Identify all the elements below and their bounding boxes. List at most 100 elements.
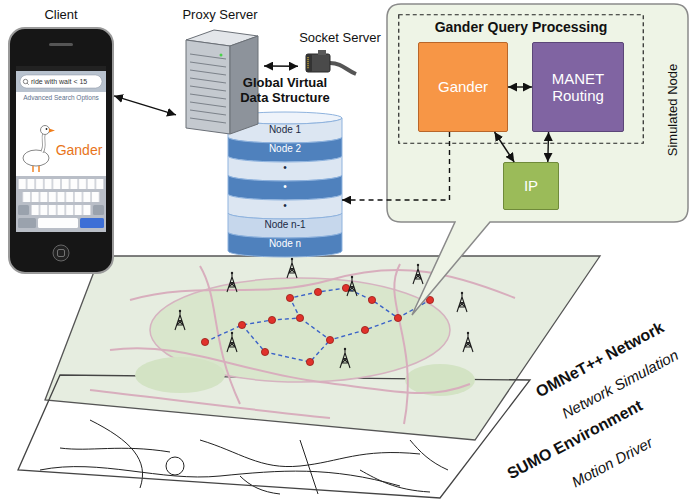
ip-box: IP bbox=[503, 162, 559, 210]
drawing-part bbox=[300, 440, 318, 494]
text-slot: Node 2 bbox=[269, 143, 301, 155]
network-plug bbox=[306, 50, 356, 74]
drawing-part bbox=[306, 54, 330, 72]
client-phone-outline bbox=[8, 4, 114, 274]
mobile-nodes bbox=[201, 284, 433, 365]
node-text: • bbox=[283, 200, 287, 212]
node-heading: Proxy Server bbox=[182, 8, 257, 23]
drawing-part bbox=[16, 176, 106, 232]
label-slot: Advanced Search Options bbox=[23, 94, 99, 101]
box-label: Gander bbox=[438, 78, 488, 95]
drawing-part bbox=[23, 79, 27, 83]
node-heading: SUMO Environment bbox=[504, 397, 645, 484]
drawing-part bbox=[27, 83, 29, 85]
text-slot: Node n bbox=[269, 238, 301, 250]
text-slot: Socket Server bbox=[299, 31, 381, 46]
drawing-part bbox=[166, 457, 184, 475]
drawing-part bbox=[42, 133, 44, 152]
drawing-part bbox=[228, 213, 342, 238]
drawing-part bbox=[80, 218, 104, 228]
drawing-part bbox=[399, 15, 644, 144]
screen-text: ride with wait < 15 bbox=[31, 77, 87, 85]
drawing-part bbox=[220, 54, 223, 57]
network-simulation-plane-outline bbox=[40, 255, 685, 445]
node-text: • bbox=[283, 181, 287, 193]
text-slot: • bbox=[283, 181, 287, 193]
drawing-part bbox=[286, 294, 293, 301]
drawing-part bbox=[23, 150, 49, 166]
drawing-part bbox=[261, 348, 268, 355]
label-slot: ride with wait < 15 bbox=[31, 77, 87, 85]
drawing-part bbox=[228, 118, 342, 143]
drawing-part bbox=[53, 245, 69, 261]
connector-arrow bbox=[264, 65, 298, 67]
node-text: Node n bbox=[269, 238, 301, 250]
drawing-part bbox=[9, 28, 113, 273]
drawing-part bbox=[60, 448, 170, 452]
drawing-part bbox=[201, 338, 208, 345]
drawing-part bbox=[228, 156, 342, 181]
drawing-part bbox=[200, 440, 420, 467]
drawing-part bbox=[228, 175, 342, 200]
text-slot: Client bbox=[44, 8, 77, 23]
drawing-part bbox=[306, 54, 312, 72]
node-text: Node n-1 bbox=[264, 219, 305, 231]
node-text: Node 1 bbox=[269, 124, 301, 136]
text-slot: Node 1 bbox=[269, 124, 301, 136]
drawing-part bbox=[18, 179, 104, 189]
drawing-part bbox=[205, 288, 430, 342]
drawing-part bbox=[326, 336, 333, 343]
drawing-part bbox=[22, 192, 99, 202]
text-slot: Gander Query Processing bbox=[435, 19, 608, 35]
query-processing-group: Gander Query ProcessingGander MANET Routi… bbox=[398, 14, 644, 144]
text-slot: Gander bbox=[56, 142, 103, 158]
drawing-part bbox=[228, 194, 342, 219]
drawing-part bbox=[300, 318, 398, 340]
drawing-part bbox=[186, 40, 230, 134]
text-slot: Global Virtual Data Structure bbox=[229, 76, 341, 106]
node-text: • bbox=[283, 162, 287, 174]
drawing-part bbox=[135, 357, 225, 393]
text-slot: Simulated Node bbox=[666, 64, 681, 157]
motion-driver-plane: SUMO EnvironmentMotion Driver bbox=[15, 372, 675, 500]
drawing-part bbox=[306, 358, 313, 365]
drawing-part bbox=[190, 54, 226, 123]
goose-logo bbox=[23, 126, 55, 173]
drawing-part bbox=[38, 218, 78, 228]
drawing-part bbox=[360, 470, 430, 492]
node-heading: Global Virtual Data Structure bbox=[229, 76, 341, 106]
drawing-part bbox=[41, 126, 50, 135]
drawing-part bbox=[45, 256, 600, 440]
phone-home-button bbox=[53, 245, 69, 261]
simulated-node-outline bbox=[387, 4, 688, 222]
drawing-part bbox=[93, 205, 104, 215]
manet-routing-box: MANET Routing bbox=[532, 42, 624, 132]
drawing-part bbox=[18, 375, 530, 498]
node-heading: Gander Query Processing bbox=[435, 19, 608, 35]
drawing-part bbox=[242, 325, 330, 362]
drawing-part bbox=[318, 50, 326, 55]
drawing-part bbox=[314, 288, 321, 295]
drawing-part bbox=[16, 71, 106, 92]
drawing-part bbox=[361, 326, 368, 333]
connector-arrow bbox=[114, 96, 176, 115]
simulated-node: Simulated NodeGander Query ProcessingGan… bbox=[387, 4, 688, 222]
drawing-part bbox=[330, 63, 356, 74]
screen-text: Advanced Search Options bbox=[23, 94, 99, 101]
node-heading: Simulated Node bbox=[666, 64, 681, 157]
node-heading: Client bbox=[44, 8, 77, 23]
phone-keyboard bbox=[16, 176, 106, 232]
drawing-part bbox=[227, 332, 237, 352]
drawing-part bbox=[228, 232, 342, 257]
text-slot: • bbox=[283, 162, 287, 174]
data-structure-cylinder: Global Virtual Data StructureNode 1 Node … bbox=[228, 74, 342, 258]
drawing-part bbox=[33, 166, 39, 172]
drawing-part bbox=[175, 310, 185, 330]
drawing-part bbox=[340, 348, 350, 368]
node-text: Node 2 bbox=[269, 143, 301, 155]
connector-arrow bbox=[508, 86, 532, 87]
drawing-part bbox=[296, 314, 303, 321]
node-text: Gander bbox=[56, 142, 103, 158]
drawing-part bbox=[268, 316, 275, 323]
